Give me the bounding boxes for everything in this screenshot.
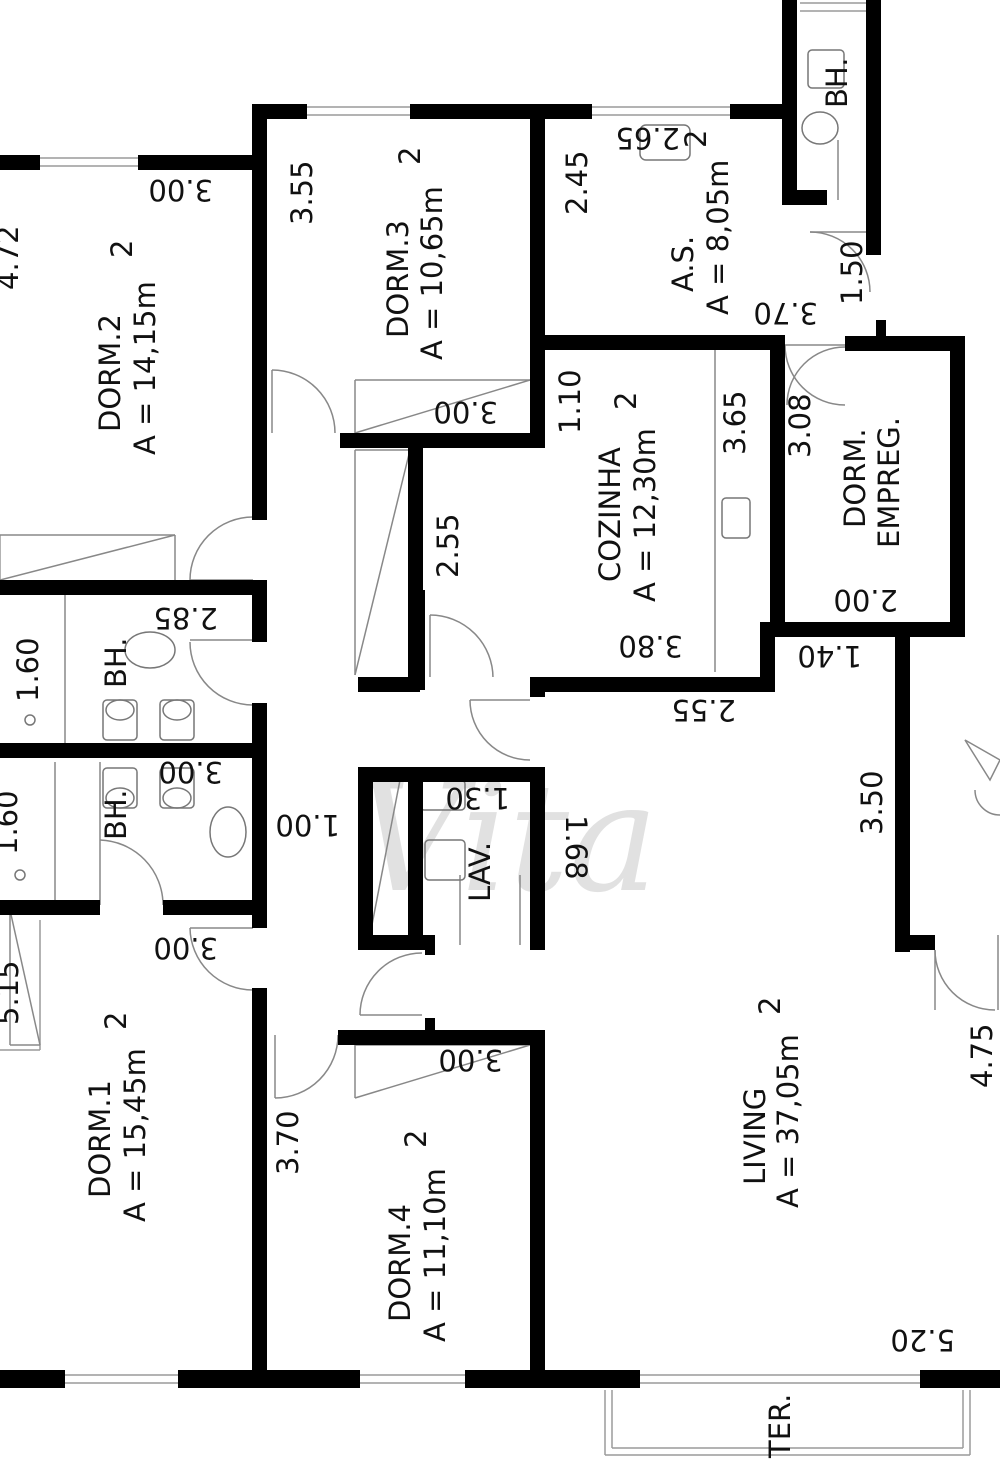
walls <box>0 0 1000 1388</box>
dorm2-width: 3.00 <box>148 173 213 207</box>
hall-dim: 1.00 <box>275 808 340 842</box>
cozinha-dim-e: 2.55 <box>671 693 736 727</box>
dorm1-label: DORM.1 A = 15,45m 2 3.00 5.15 <box>0 931 218 1222</box>
dorm-empreg-name-1: DORM. <box>838 428 872 528</box>
as-name: A.S. <box>666 236 700 292</box>
sink-icon <box>124 631 176 669</box>
dorm1-name: DORM.1 <box>83 1080 117 1198</box>
windows <box>0 2 971 1456</box>
kitchen-sink-icon <box>721 497 751 539</box>
living-dim-c: 5.20 <box>890 1323 955 1357</box>
living-dim-b: 4.75 <box>965 1023 999 1088</box>
dorm3-name: DORM.3 <box>381 220 415 338</box>
living-label: LIVING A = 37,05m 2 3.50 4.75 5.20 <box>738 770 999 1357</box>
dorm-empreg-label: DORM. EMPREG. 3.08 2.00 1.40 <box>783 393 906 673</box>
cozinha-area-sq: 2 <box>609 392 643 410</box>
cozinha-area: A = 12,30m <box>628 428 662 602</box>
bh-mid-label: BH. 2.85 1.60 <box>11 601 218 702</box>
living-name: LIVING <box>738 1088 772 1185</box>
toilet-icon <box>102 767 138 809</box>
dorm2-depth: 4.72 <box>0 225 25 290</box>
shower-drain-icon <box>14 714 36 881</box>
cozinha-dim-c: 2.55 <box>431 513 465 578</box>
cozinha-dim-d: 1.10 <box>553 369 587 434</box>
as-area: A = 8,05m <box>701 160 735 315</box>
door-swings <box>0 140 1000 1099</box>
dorm2-area: A = 14,15m <box>128 281 162 455</box>
dorm-empreg-dim-a: 3.08 <box>783 393 817 458</box>
dorm-empreg-name-2: EMPREG. <box>872 417 906 548</box>
dorm1-dim-b: 5.15 <box>0 960 25 1025</box>
cozinha-label: COZINHA A = 12,30m 2 3.80 3.65 2.55 1.10… <box>431 369 752 727</box>
as-dim-b: 2.45 <box>560 150 594 215</box>
dorm2-name: DORM.2 <box>93 314 127 432</box>
bidet-icon <box>159 699 195 741</box>
lav-sink-icon <box>424 839 466 881</box>
dorm3-width: 3.00 <box>433 395 498 429</box>
lav-dim-a: 1.30 <box>445 781 510 815</box>
dorm4-dim-a: 3.00 <box>438 1043 503 1077</box>
as-area-sq: 2 <box>679 130 713 148</box>
as-label: A.S. A = 8,05m 2 2.65 2.45 3.70 <box>560 121 818 330</box>
cozinha-dim-b: 3.65 <box>718 390 752 455</box>
as-dim-c: 3.70 <box>753 296 818 330</box>
dorm4-name: DORM.4 <box>383 1204 417 1322</box>
lav-name: LAV. <box>463 842 497 902</box>
bh-low-dim-a: 3.00 <box>158 755 223 789</box>
sink-icon <box>801 111 839 145</box>
tank-icon <box>639 124 691 161</box>
dorm2-area-sq: 2 <box>105 240 139 258</box>
dorm3-area: A = 10,65m <box>415 186 449 360</box>
dorm3-area-sq: 2 <box>393 147 427 165</box>
living-dim-a: 3.50 <box>855 770 889 835</box>
dorm3-depth: 3.55 <box>285 160 319 225</box>
as-dim-a: 2.65 <box>615 121 680 155</box>
bh-top-label: BH. 1.50 <box>820 58 869 305</box>
bh-low-name: BH. <box>99 790 133 840</box>
ter-name: TER. <box>763 1394 797 1459</box>
living-area: A = 37,05m <box>771 1034 805 1208</box>
toilet-icon <box>807 49 845 89</box>
bh-low-dim-b: 1.60 <box>0 790 24 855</box>
bh-low-label: BH. 3.00 1.60 <box>0 755 223 855</box>
dorm-empreg-dim-c: 1.40 <box>797 639 862 673</box>
dorm1-dim-a: 3.00 <box>153 931 218 965</box>
dorm4-label: DORM.4 A = 11,10m 2 3.00 3.70 <box>271 1043 503 1342</box>
bidet-icon <box>159 767 195 809</box>
cozinha-dim-a: 3.80 <box>618 629 683 663</box>
toilet-icon <box>102 699 138 741</box>
lav-dim-b: 1.68 <box>559 815 593 880</box>
dorm2-label: DORM.2 A = 14,15m 2 3.00 4.72 <box>0 173 213 455</box>
dorm1-area: A = 15,45m <box>118 1048 152 1222</box>
bh-mid-dim-a: 2.85 <box>153 601 218 635</box>
lav-label: LAV. 1.30 1.68 <box>445 781 593 902</box>
cozinha-name: COZINHA <box>593 447 627 582</box>
living-area-sq: 2 <box>753 997 787 1015</box>
bh-mid-name: BH. <box>99 638 133 688</box>
bh-top-dim: 1.50 <box>835 240 869 305</box>
dorm4-area: A = 11,10m <box>418 1168 452 1342</box>
dorm4-dim-b: 3.70 <box>271 1110 305 1175</box>
bh-mid-dim-b: 1.60 <box>11 637 45 702</box>
dorm4-area-sq: 2 <box>399 1130 433 1148</box>
room-labels: DORM.2 A = 14,15m 2 3.00 4.72 DORM.3 A =… <box>0 58 999 1459</box>
bh-top-name: BH. <box>820 58 854 108</box>
sink-icon <box>209 806 247 858</box>
dorm3-label: DORM.3 A = 10,65m 2 3.55 3.00 <box>285 147 498 429</box>
dorm1-area-sq: 2 <box>99 1012 133 1030</box>
dorm-empreg-dim-b: 2.00 <box>833 583 898 617</box>
